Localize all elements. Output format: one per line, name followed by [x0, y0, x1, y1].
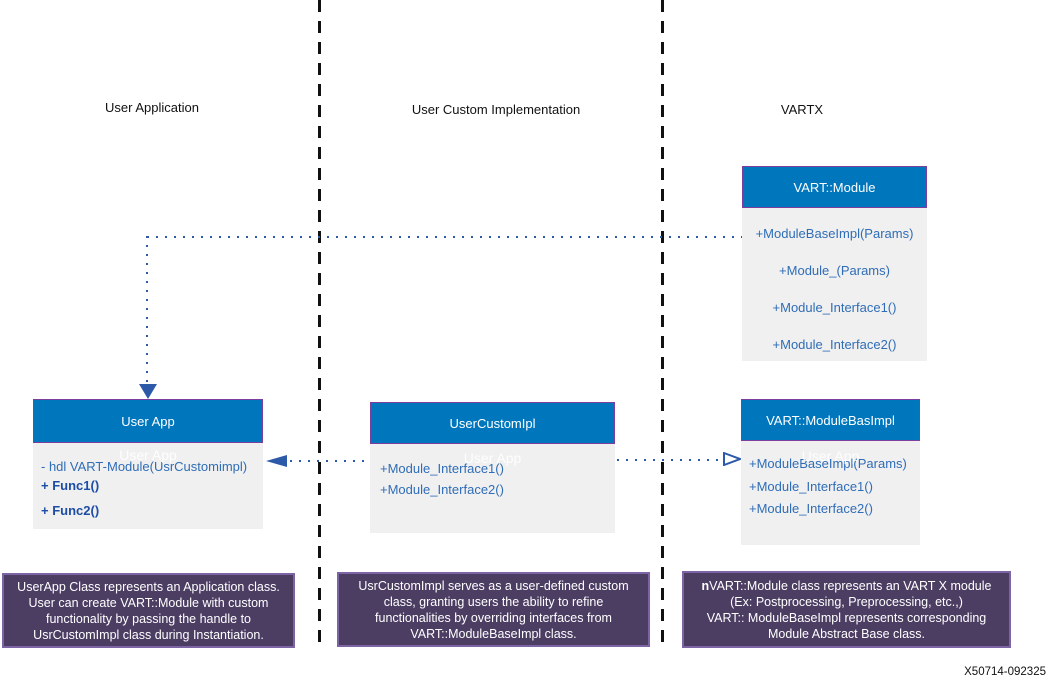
- lane-label-user-custom-implementation: User Custom Implementation: [411, 102, 581, 117]
- class-member: +Module_Interface1(): [772, 300, 897, 315]
- class-title-vart-module-base-impl: VART::ModuleBasImpl: [741, 399, 920, 441]
- arrowhead-hollow-right-icon: [723, 452, 742, 466]
- figure-id-label: X50714-092325: [964, 666, 1046, 678]
- note-line: UsrCustomImpl class during Instantiation…: [33, 627, 264, 642]
- class-box-vart-module: VART::Module +ModuleBaseImpl(Params) +Mo…: [742, 166, 927, 361]
- class-member: +Module_Interface2(): [380, 482, 504, 497]
- class-member: +Module_Interface1(): [749, 479, 873, 494]
- note-line: class, granting users the ability to ref…: [383, 594, 604, 609]
- class-body-vart-module: +ModuleBaseImpl(Params) +Module_(Params)…: [742, 208, 927, 361]
- class-box-user-app: User App User App - hdl VART-Module(UsrC…: [33, 399, 263, 529]
- class-member: +ModuleBaseImpl(Params): [749, 456, 907, 471]
- class-member: +Module_Interface2(): [749, 501, 873, 516]
- lane-label-vartx: VARTX: [780, 102, 824, 117]
- class-member: +Module_Interface1(): [380, 461, 504, 476]
- note-line: functionality by passing the handle to: [46, 611, 251, 626]
- note-line: (Ex: Postprocessing, Preprocessing, etc.…: [730, 594, 963, 609]
- class-box-user-custom-impl: UserCustomIpl User App +Module_Interface…: [370, 402, 615, 533]
- connector-dotted-horizontal-top: [147, 236, 742, 238]
- note-line: Module Abstract Base class.: [767, 626, 926, 641]
- note-line: User can create VART::Module with custom: [28, 595, 269, 610]
- class-member: +Module_(Params): [779, 263, 890, 278]
- connector-dotted-usercustom-to-userapp: [290, 460, 370, 462]
- class-body-vart-module-base-impl: User App +ModuleBaseImpl(Params) +Module…: [741, 441, 920, 545]
- note-line: VART:: ModuleBaseImpl represents corresp…: [706, 610, 987, 625]
- note-line: UserApp Class represents an Application …: [17, 579, 280, 594]
- class-body-user-app: User App - hdl VART-Module(UsrCustomimpl…: [33, 443, 263, 529]
- class-title-user-app: User App: [33, 399, 263, 443]
- note-usr-custom-impl: UsrCustomImpl serves as a user-defined c…: [337, 572, 650, 647]
- note-line: nVART::Module class represents an VART X…: [701, 578, 992, 593]
- note-line: functionalities by overriding interfaces…: [375, 610, 612, 625]
- note-bold-prefix: n: [701, 578, 710, 593]
- connector-dotted-usercustom-to-baseimpl: [617, 459, 723, 461]
- lane-label-user-application: User Application: [105, 100, 199, 115]
- class-member: + Func2(): [41, 503, 100, 518]
- arrowhead-filled-left-icon: [266, 455, 287, 467]
- arrowhead-filled-down-icon: [139, 384, 157, 399]
- class-member: + Func1(): [41, 478, 100, 493]
- class-member: - hdl VART-Module(UsrCustomimpl): [41, 459, 248, 474]
- class-member: +Module_Interface2(): [772, 337, 897, 352]
- note-vart-module: nVART::Module class represents an VART X…: [682, 571, 1011, 648]
- note-line: UsrCustomImpl serves as a user-defined c…: [358, 578, 629, 593]
- class-body-user-custom-impl: User App +Module_Interface1() +Module_In…: [370, 444, 615, 533]
- note-line: VART::ModuleBaseImpl class.: [410, 626, 577, 641]
- note-user-app: UserApp Class represents an Application …: [2, 573, 295, 648]
- class-title-vart-module: VART::Module: [742, 166, 927, 208]
- connector-dotted-vertical-left: [146, 236, 148, 384]
- lane-divider-right: [661, 0, 664, 650]
- class-box-vart-module-base-impl: VART::ModuleBasImpl User App +ModuleBase…: [741, 399, 920, 545]
- class-title-user-custom-impl: UserCustomIpl: [370, 402, 615, 444]
- lane-divider-left: [318, 0, 321, 650]
- class-member: +ModuleBaseImpl(Params): [755, 226, 914, 241]
